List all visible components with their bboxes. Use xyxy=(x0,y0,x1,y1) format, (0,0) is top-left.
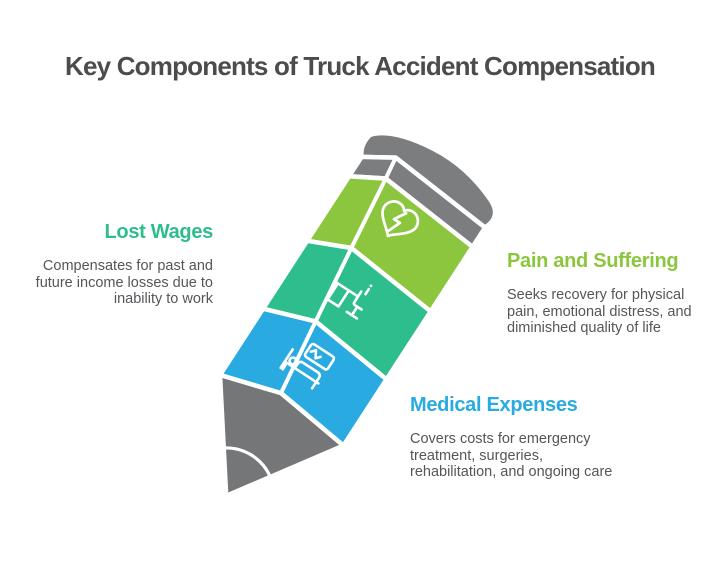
fold-line xyxy=(278,155,398,396)
medical-expenses-block: Medical Expenses Covers costs for emerge… xyxy=(410,394,615,481)
medical-expenses-heading: Medical Expenses xyxy=(410,394,578,416)
pain-and-suffering-heading: Pain and Suffering xyxy=(507,250,679,272)
page-title: Key Components of Truck Accident Compens… xyxy=(64,51,656,81)
hospital-bed-icon xyxy=(279,342,336,390)
pain-and-suffering-description: Seeks recovery for physical pain, emotio… xyxy=(507,287,692,337)
medical-expenses-description: Covers costs for emergency treatment, su… xyxy=(410,431,613,481)
desk-icon xyxy=(326,280,373,320)
tip-arc xyxy=(222,446,272,479)
lost-wages-block: Lost Wages Compensates for past and futu… xyxy=(13,221,214,308)
lost-wages-heading: Lost Wages xyxy=(104,221,214,243)
lost-wages-description: Compensates for past and future income l… xyxy=(35,258,213,308)
broken-heart-icon xyxy=(381,200,420,238)
pencil-tip xyxy=(217,372,346,499)
pain-and-suffering-block: Pain and Suffering Seeks recovery for ph… xyxy=(507,250,699,337)
